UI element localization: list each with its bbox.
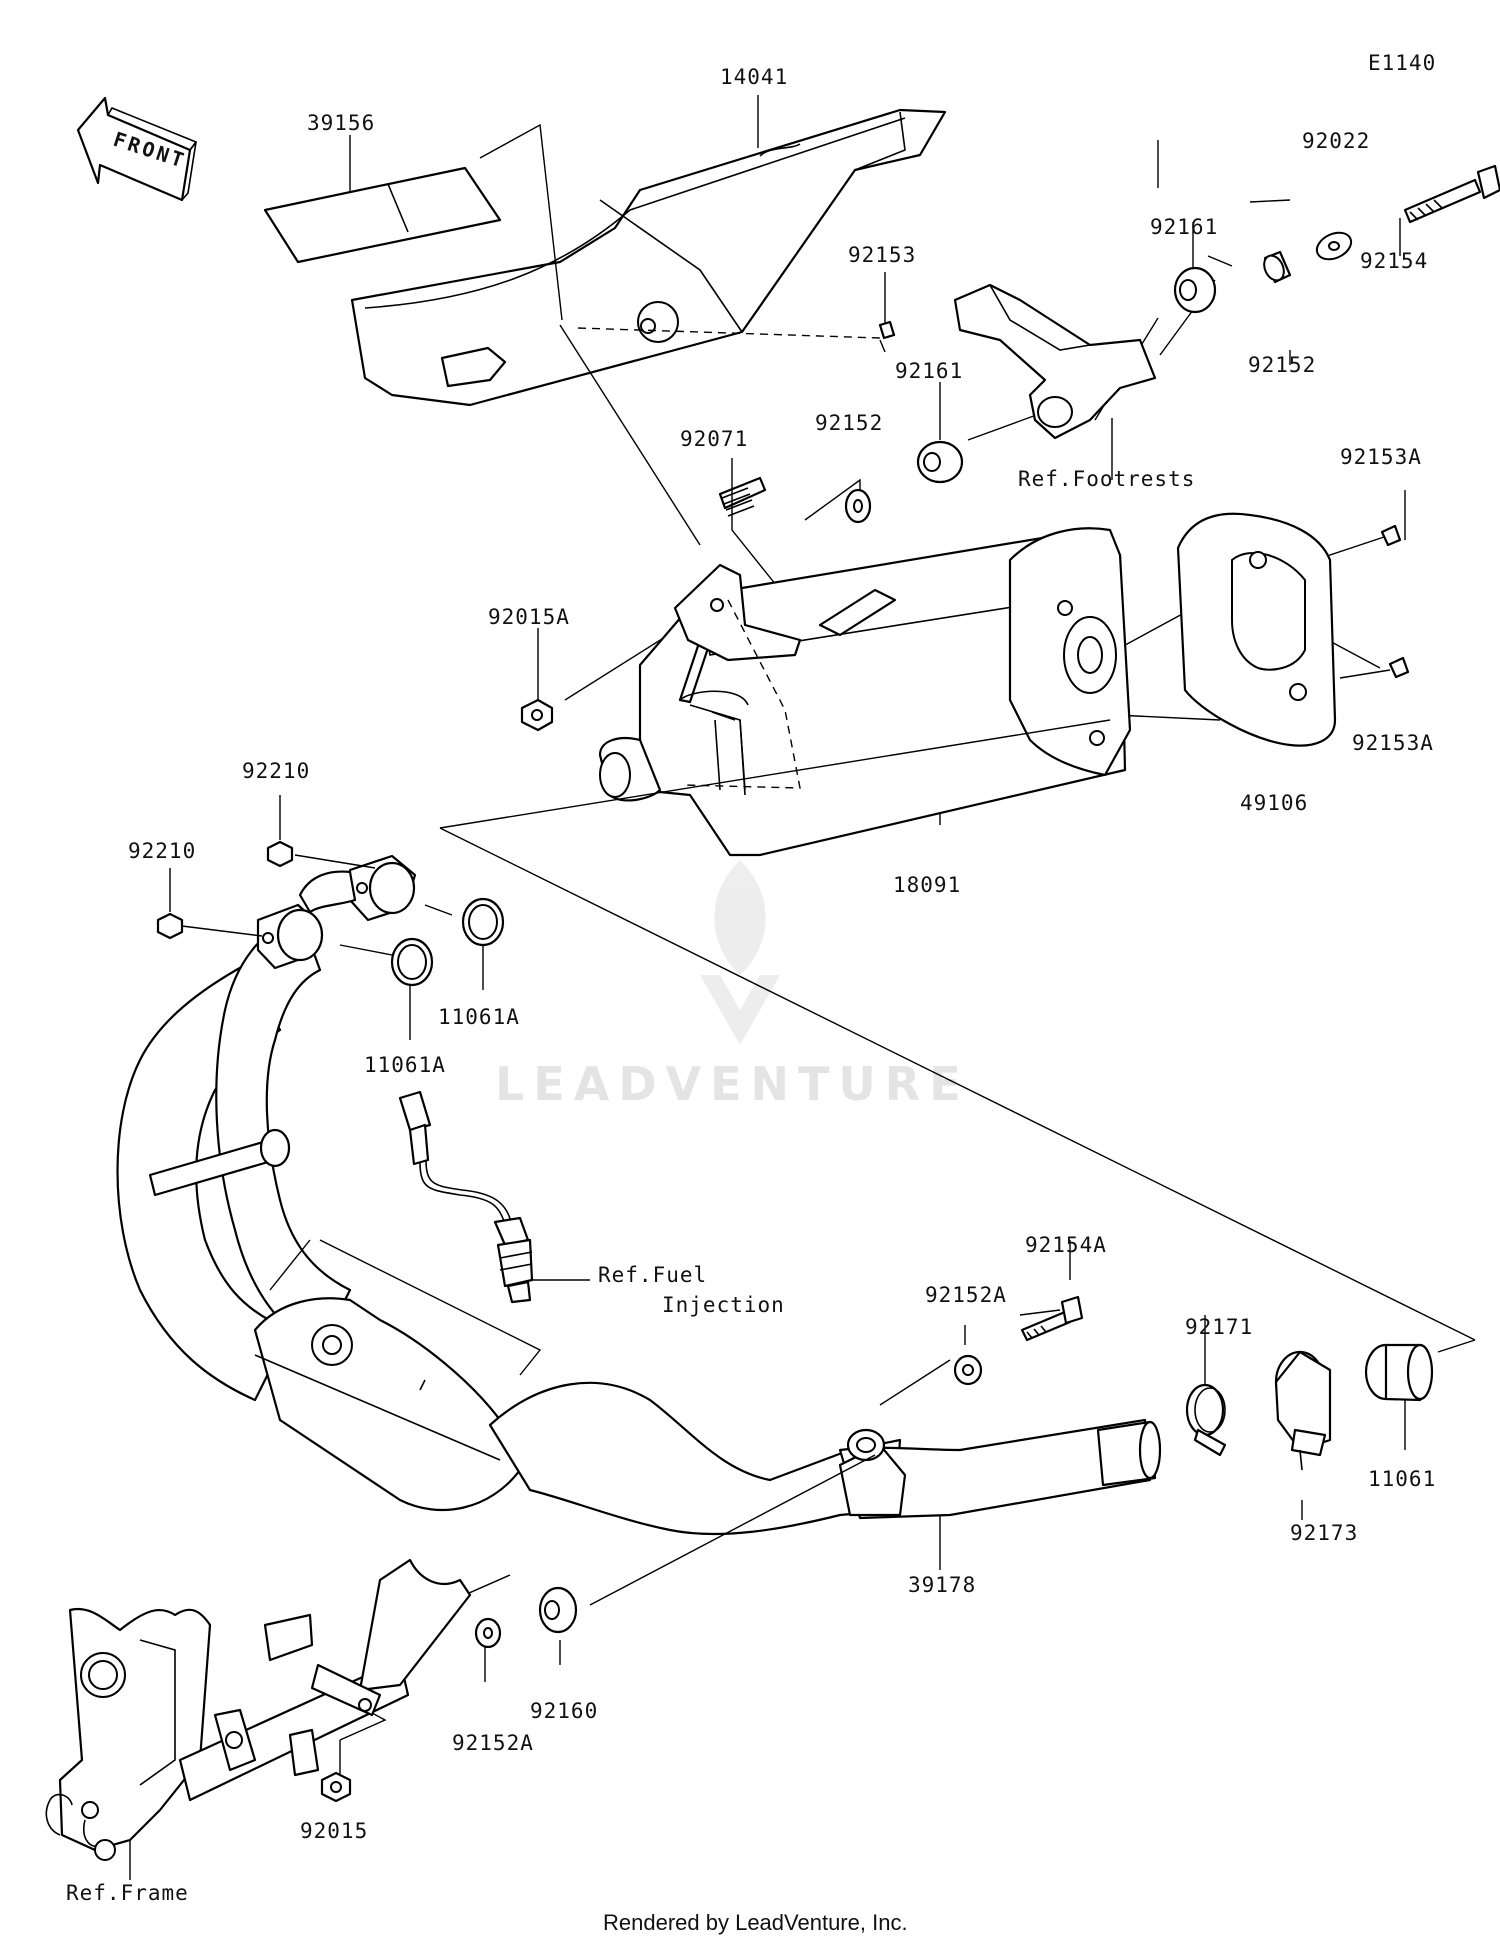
screw-92153A-top (1380, 524, 1402, 547)
label-92154[interactable]: 92154 (1360, 249, 1428, 273)
grommet-92161-mid (916, 440, 964, 484)
leader-lines-upper (349, 95, 1406, 825)
label-39178[interactable]: 39178 (908, 1573, 976, 1597)
nut-92210-left (156, 912, 184, 940)
label-14041[interactable]: 14041 (720, 65, 788, 89)
header-pipes (116, 913, 352, 1402)
footrest-bracket (953, 283, 1157, 440)
label-92154A[interactable]: 92154A (1025, 1233, 1107, 1257)
label-92210-left[interactable]: 92210 (128, 839, 196, 863)
label-92160[interactable]: 92160 (530, 1699, 598, 1723)
label-92161-top[interactable]: 92161 (1150, 215, 1218, 239)
nut-92015A (520, 698, 554, 732)
washer-92022 (1315, 231, 1353, 261)
screw-92153A-bottom (1388, 656, 1410, 679)
nut-92015 (320, 1771, 352, 1803)
label-11061A-left[interactable]: 11061A (364, 1053, 446, 1077)
label-92015[interactable]: 92015 (300, 1819, 368, 1843)
label-92152-mid[interactable]: 92152 (815, 411, 883, 435)
o2-sensor (398, 1090, 534, 1304)
spring-92071 (718, 476, 767, 517)
end-cap-49106 (1176, 512, 1337, 747)
clamp-92173 (1274, 1350, 1332, 1471)
label-92153A-bottom[interactable]: 92153A (1352, 731, 1434, 755)
pipe-39178 (838, 1418, 1162, 1520)
label-92152A-lower[interactable]: 92152A (452, 1731, 534, 1755)
gasket-11061A-left (390, 937, 434, 987)
sticker-39156 (263, 166, 502, 264)
collector-catalyst (253, 1297, 902, 1536)
bolt-92153 (878, 320, 896, 340)
label-18091[interactable]: 18091 (893, 873, 961, 897)
label-92171[interactable]: 92171 (1185, 1315, 1253, 1339)
label-92071[interactable]: 92071 (680, 427, 748, 451)
exhaust-flange-front (256, 903, 324, 970)
gasket-11061 (1364, 1343, 1434, 1402)
label-39156[interactable]: 39156 (307, 111, 375, 135)
gasket-11061A-right (461, 897, 505, 947)
label-ref-fuel-line2[interactable]: Injection (662, 1293, 785, 1317)
label-92161-mid[interactable]: 92161 (895, 359, 963, 383)
diagram-code: E1140 (1368, 51, 1436, 75)
label-92152-right[interactable]: 92152 (1248, 353, 1316, 377)
grommet-92160 (538, 1586, 578, 1634)
footer-credit: Rendered by LeadVenture, Inc. (603, 1910, 908, 1935)
exhaust-flange-rear (298, 854, 417, 922)
label-11061A-right[interactable]: 11061A (438, 1005, 520, 1029)
label-92015A[interactable]: 92015A (488, 605, 570, 629)
part-labels: 14041 39156 92022 92161 92154 92153 9215… (66, 65, 1436, 1905)
watermark-text: LEADVENTURE (495, 1057, 970, 1111)
label-49106[interactable]: 49106 (1240, 791, 1308, 815)
frame-section (45, 1558, 472, 1861)
muffler-18091 (598, 527, 1132, 857)
grommet-92161-top (1173, 266, 1217, 314)
clamp-92171 (1185, 1383, 1227, 1457)
bolt-92154A (1020, 1295, 1084, 1342)
collar-92152-right (1263, 250, 1292, 284)
collar-92152-mid (844, 488, 872, 524)
label-92153A-top[interactable]: 92153A (1340, 445, 1422, 469)
label-92152A-upper[interactable]: 92152A (925, 1283, 1007, 1307)
collar-92152A-upper (953, 1354, 983, 1386)
label-ref-fuel-line1[interactable]: Ref.Fuel (598, 1263, 707, 1287)
label-92153[interactable]: 92153 (848, 243, 916, 267)
leader-assembly-diag (439, 827, 1476, 1341)
heat-cover-14041 (350, 108, 947, 407)
label-ref-frame[interactable]: Ref.Frame (66, 1881, 189, 1905)
label-11061[interactable]: 11061 (1368, 1467, 1436, 1491)
nut-92210-upper (266, 840, 294, 868)
leader-assembly-top (439, 719, 1111, 829)
label-92022[interactable]: 92022 (1302, 129, 1370, 153)
label-ref-footrests[interactable]: Ref.Footrests (1018, 467, 1195, 491)
bolt-92154 (1403, 164, 1500, 224)
front-arrow-icon: FRONT (76, 96, 198, 202)
leader-assembly-end (1437, 1339, 1476, 1353)
label-92173[interactable]: 92173 (1290, 1521, 1358, 1545)
collar-92152A-lower (474, 1617, 502, 1649)
label-92210-upper[interactable]: 92210 (242, 759, 310, 783)
leadventure-watermark: LEADVENTURE (495, 860, 970, 1111)
